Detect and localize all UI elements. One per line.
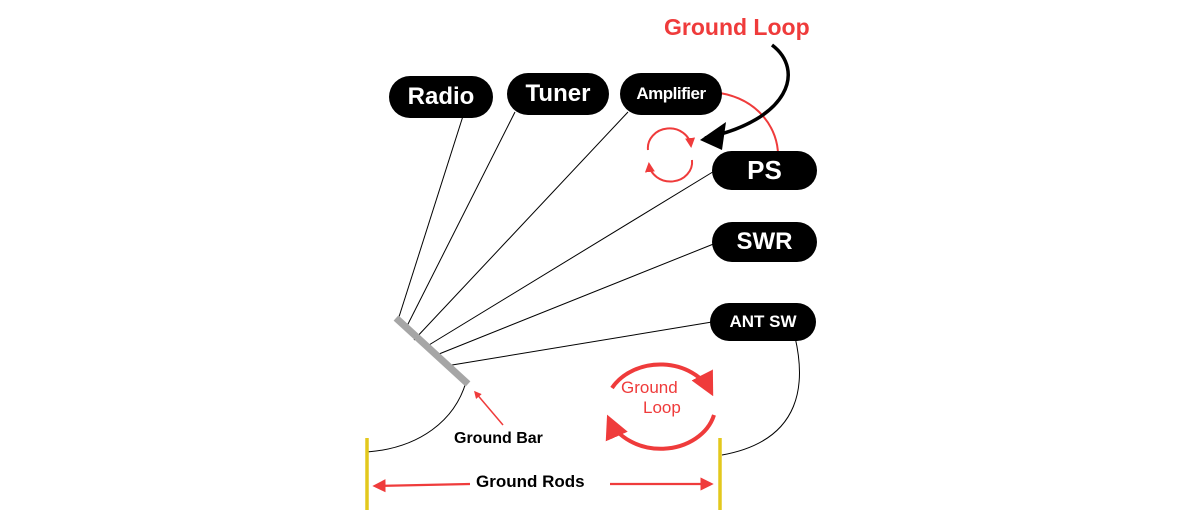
large-loop-icon bbox=[605, 362, 716, 451]
wire-radio bbox=[397, 115, 464, 321]
device-radio: Radio bbox=[389, 76, 493, 118]
ground-loop-pointer-arrowhead bbox=[700, 122, 726, 150]
ground-rods-arrow-left bbox=[372, 479, 471, 493]
wire-tuner bbox=[404, 111, 516, 331]
ground-loop-center-line1: Ground bbox=[621, 378, 678, 397]
wire-ps bbox=[423, 169, 717, 349]
device-tuner: Tuner bbox=[507, 73, 609, 115]
ground-bar-pointer bbox=[474, 390, 504, 426]
ground-rods-label: Ground Rods bbox=[476, 472, 585, 491]
device-ps: PS bbox=[712, 151, 817, 190]
ground-bar-label: Ground Bar bbox=[454, 430, 543, 447]
wire-ground-bar-to-rod bbox=[366, 381, 467, 453]
wire-ant-sw-to-rod bbox=[721, 336, 800, 456]
device-ant-sw: ANT SW bbox=[710, 303, 816, 341]
ground-bar bbox=[393, 315, 471, 387]
ground-loop-pointer-arrow bbox=[704, 43, 790, 140]
device-amplifier: Amplifier bbox=[620, 73, 722, 115]
ground-loop-connector bbox=[719, 92, 779, 156]
wire-amplifier bbox=[413, 111, 629, 341]
ground-loop-title: Ground Loop bbox=[664, 14, 810, 40]
small-loop-icon bbox=[644, 127, 696, 183]
wire-ant-sw bbox=[445, 321, 713, 367]
device-swr: SWR bbox=[712, 222, 817, 262]
ground-wires bbox=[366, 111, 800, 456]
ground-loop-center-line2: Loop bbox=[643, 398, 681, 417]
wire-swr bbox=[433, 242, 717, 357]
